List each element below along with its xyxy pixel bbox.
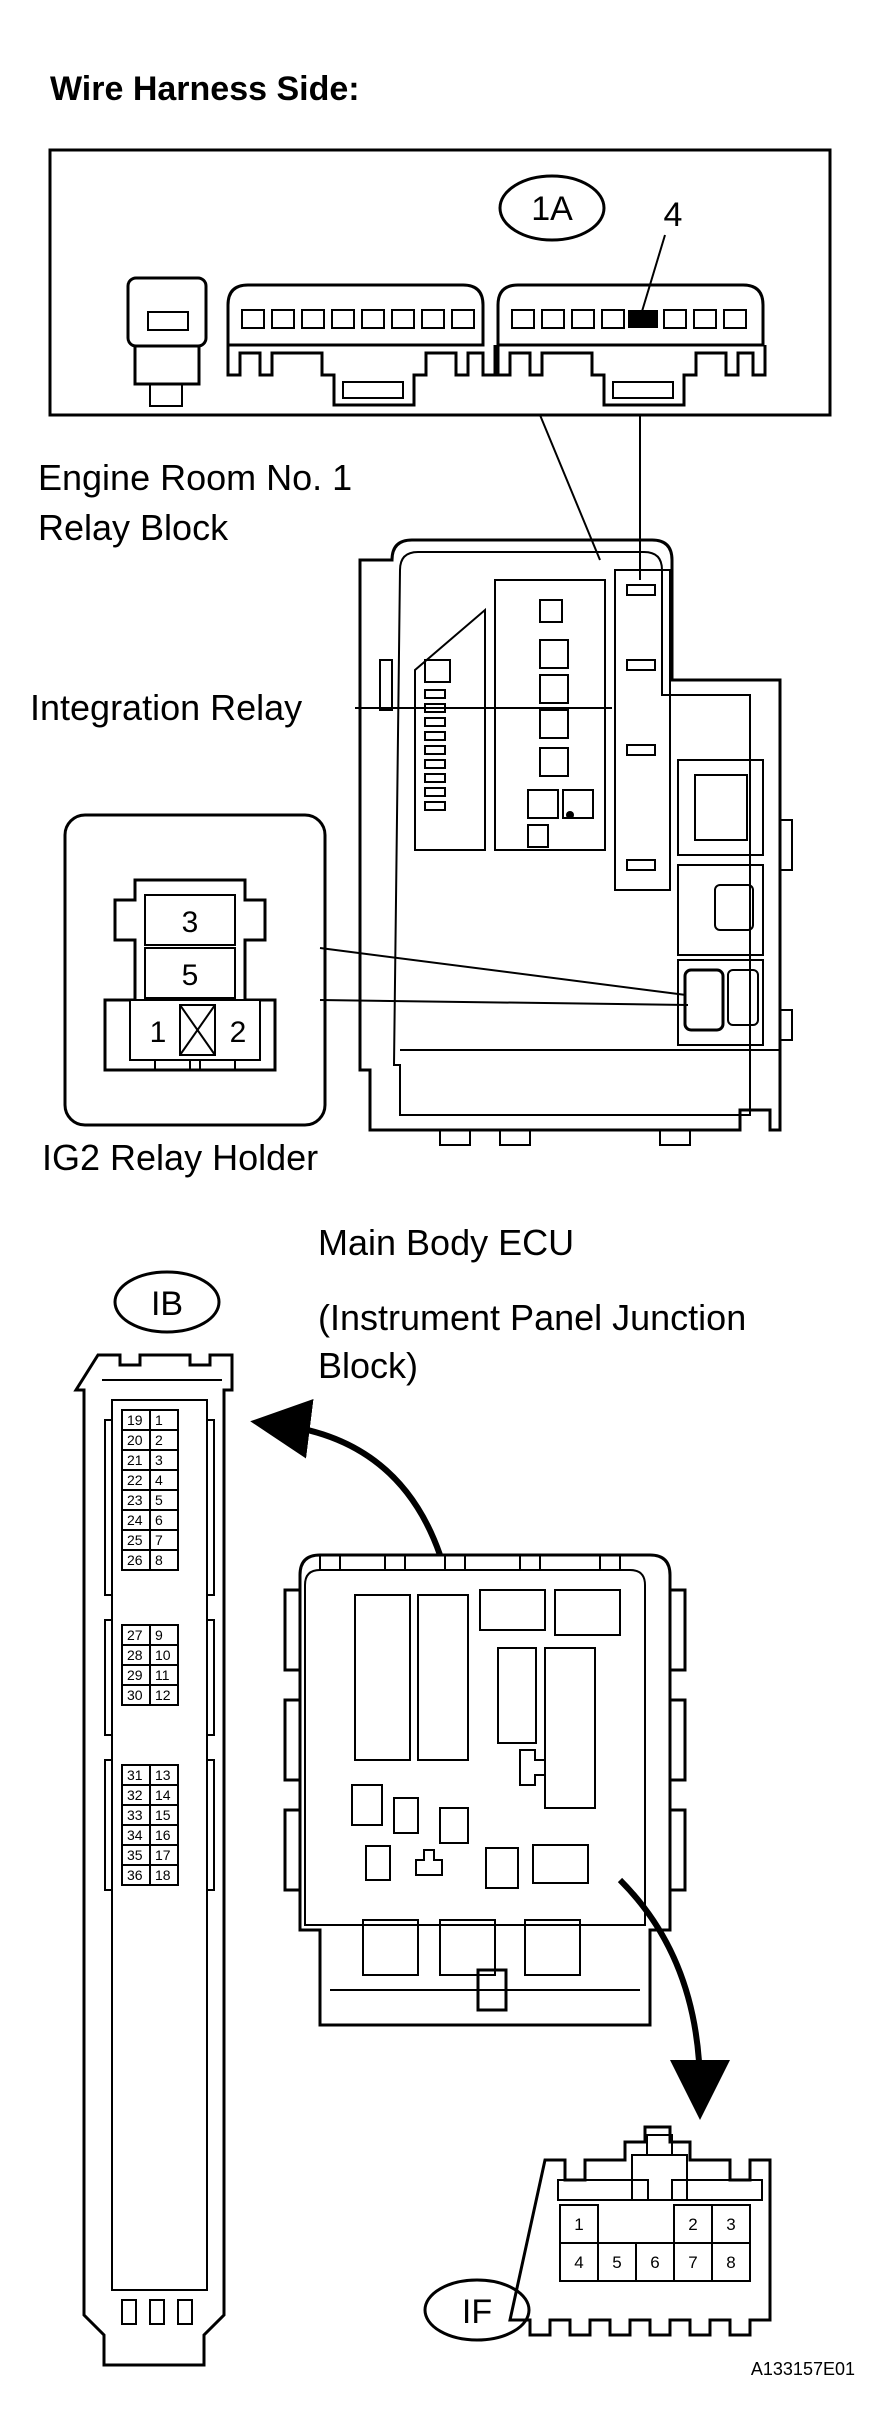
ib-pin-label: 3: [155, 1452, 163, 1468]
ib-pin-label: 10: [155, 1647, 171, 1663]
page-title: Wire Harness Side:: [50, 70, 360, 108]
ig2-relay-holder-label: IG2 Relay Holder: [42, 1137, 318, 1178]
ib-pin-label: 22: [127, 1472, 143, 1488]
relay-block-label-line1: Engine Room No. 1: [38, 457, 352, 498]
ib-pin-label: 12: [155, 1687, 171, 1703]
if-pin-label: 5: [612, 2253, 621, 2272]
if-pin-label: 3: [726, 2215, 735, 2234]
ib-pin-label: 17: [155, 1847, 171, 1863]
ib-pin-label: 4: [155, 1472, 163, 1488]
ib-pin-label: 19: [127, 1412, 143, 1428]
ib-pin-cell: [149, 1684, 179, 1706]
ib-pin-label: 8: [155, 1552, 163, 1568]
ib-pin-label: 34: [127, 1827, 143, 1843]
ib-pin-label: 7: [155, 1532, 163, 1548]
if-pin-label: 7: [688, 2253, 697, 2272]
ig2-pin-1: 1: [150, 1016, 167, 1049]
ib-pin-label: 14: [155, 1787, 171, 1803]
connector-ib: IB 19 1 20 2 21 3 22 4 23 5 24 6 25 7 26 8 27 9 28 10 29 11 30…: [73, 1270, 234, 2367]
if-pin-label: 4: [574, 2253, 583, 2272]
ib-pin-label: 15: [155, 1807, 171, 1823]
main-body-ecu-sublabel-1: (Instrument Panel Junction: [318, 1297, 746, 1338]
ib-pin-cell: [149, 1864, 179, 1886]
ib-pin-label: 20: [127, 1432, 143, 1448]
ib-pin-label: 36: [127, 1867, 143, 1883]
ib-pin-label: 18: [155, 1867, 171, 1883]
ig2-pin-5: 5: [182, 959, 199, 992]
main-body-ecu-label: Main Body ECU: [318, 1222, 574, 1263]
if-pin-label: 1: [574, 2215, 583, 2234]
ib-pin-label: 28: [127, 1647, 143, 1663]
connector-code-ib: IB: [151, 1285, 183, 1323]
pin-4-highlight: [628, 310, 658, 328]
ig2-pin-3: 3: [182, 906, 199, 939]
relay-block-label-line2: Relay Block: [38, 507, 229, 548]
pin-marker-4: 4: [664, 196, 683, 234]
ib-pin-label: 32: [127, 1787, 143, 1803]
ib-pin-label: 29: [127, 1667, 143, 1683]
ib-pin-label: 35: [127, 1847, 143, 1863]
ib-pin-label: 2: [155, 1432, 163, 1448]
ib-pin-label: 1: [155, 1412, 163, 1428]
connector-housing-right: [496, 283, 767, 407]
ib-pin-label: 33: [127, 1807, 143, 1823]
if-pin-label: 2: [688, 2215, 697, 2234]
ib-pin-cell: [149, 1549, 179, 1571]
integration-relay-label: Integration Relay: [30, 687, 302, 728]
if-pin-cell: [711, 2242, 751, 2282]
ib-pin-label: 24: [127, 1512, 143, 1528]
ib-pin-label: 31: [127, 1767, 143, 1783]
connector-code-1a: 1A: [531, 190, 573, 228]
ig2-pin-2: 2: [230, 1016, 247, 1049]
ib-pin-label: 6: [155, 1512, 163, 1528]
main-body-ecu-sublabel-2: Block): [318, 1345, 418, 1386]
ib-pin-label: 25: [127, 1532, 143, 1548]
ib-pin-label: 23: [127, 1492, 143, 1508]
ig2-relay-holder-inset: 3 5 1 2: [63, 813, 327, 1127]
if-pin-label: 6: [650, 2253, 659, 2272]
ib-pin-label: 13: [155, 1767, 171, 1783]
ib-pin-label: 5: [155, 1492, 163, 1508]
connector-housing-left: [226, 283, 497, 407]
ib-pin-label: 21: [127, 1452, 143, 1468]
ib-pin-label: 26: [127, 1552, 143, 1568]
relay-block-connector-view: 1A 4: [48, 148, 832, 417]
ib-pin-label: 9: [155, 1627, 163, 1643]
engine-room-relay-block: [358, 538, 793, 1146]
connector-code-if: IF: [462, 2293, 492, 2331]
small-connector: [126, 276, 208, 407]
ib-pin-label: 27: [127, 1627, 143, 1643]
ib-pin-label: 30: [127, 1687, 143, 1703]
instrument-panel-junction-block: [283, 1553, 687, 2027]
if-pin-label: 8: [726, 2253, 735, 2272]
figure-code: A133157E01: [751, 2359, 855, 2379]
ib-pin-label: 16: [155, 1827, 171, 1843]
ib-pin-label: 11: [155, 1667, 170, 1683]
connector-if: IF 1 2 3 4 5 6 7 8: [423, 2125, 772, 2342]
